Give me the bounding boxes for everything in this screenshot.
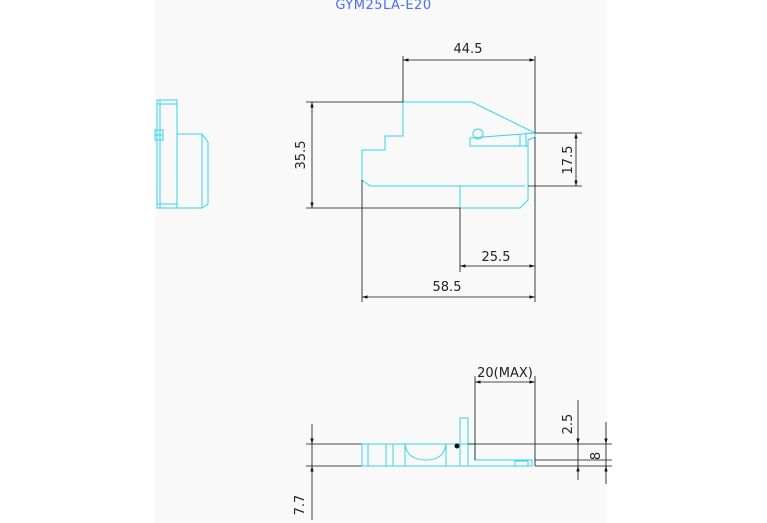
dim-overall-height: 35.5 bbox=[294, 141, 309, 170]
side-view-body bbox=[156, 99, 178, 209]
front-view bbox=[361, 101, 536, 209]
drawing-title: GYM25LA-E20 bbox=[335, 0, 432, 13]
front-view-outline bbox=[361, 101, 536, 209]
dim-lower-width: 25.5 bbox=[482, 250, 511, 265]
clamp-screw-circle bbox=[472, 128, 484, 140]
dim-left-thickness: 7.7 bbox=[293, 495, 308, 516]
front-view-dimensions: 44.5 35.5 17.5 25.5 58.5 bbox=[294, 42, 582, 302]
top-view-notch bbox=[404, 443, 447, 461]
dim-right-height: 17.5 bbox=[561, 146, 576, 175]
side-view bbox=[154, 99, 209, 209]
dim-overall-width: 58.5 bbox=[433, 280, 462, 295]
top-view-hole-dot bbox=[454, 443, 460, 449]
dim-right-thickness: 8 bbox=[589, 452, 604, 460]
top-view-dimensions: 20(MAX) 2.5 8 7.7 bbox=[293, 366, 612, 520]
dim-top-width: 44.5 bbox=[454, 42, 483, 57]
top-view bbox=[306, 417, 533, 467]
drawing-sheet bbox=[155, 0, 607, 523]
dim-small-offset: 2.5 bbox=[561, 414, 576, 435]
dim-max-depth: 20(MAX) bbox=[477, 366, 533, 381]
